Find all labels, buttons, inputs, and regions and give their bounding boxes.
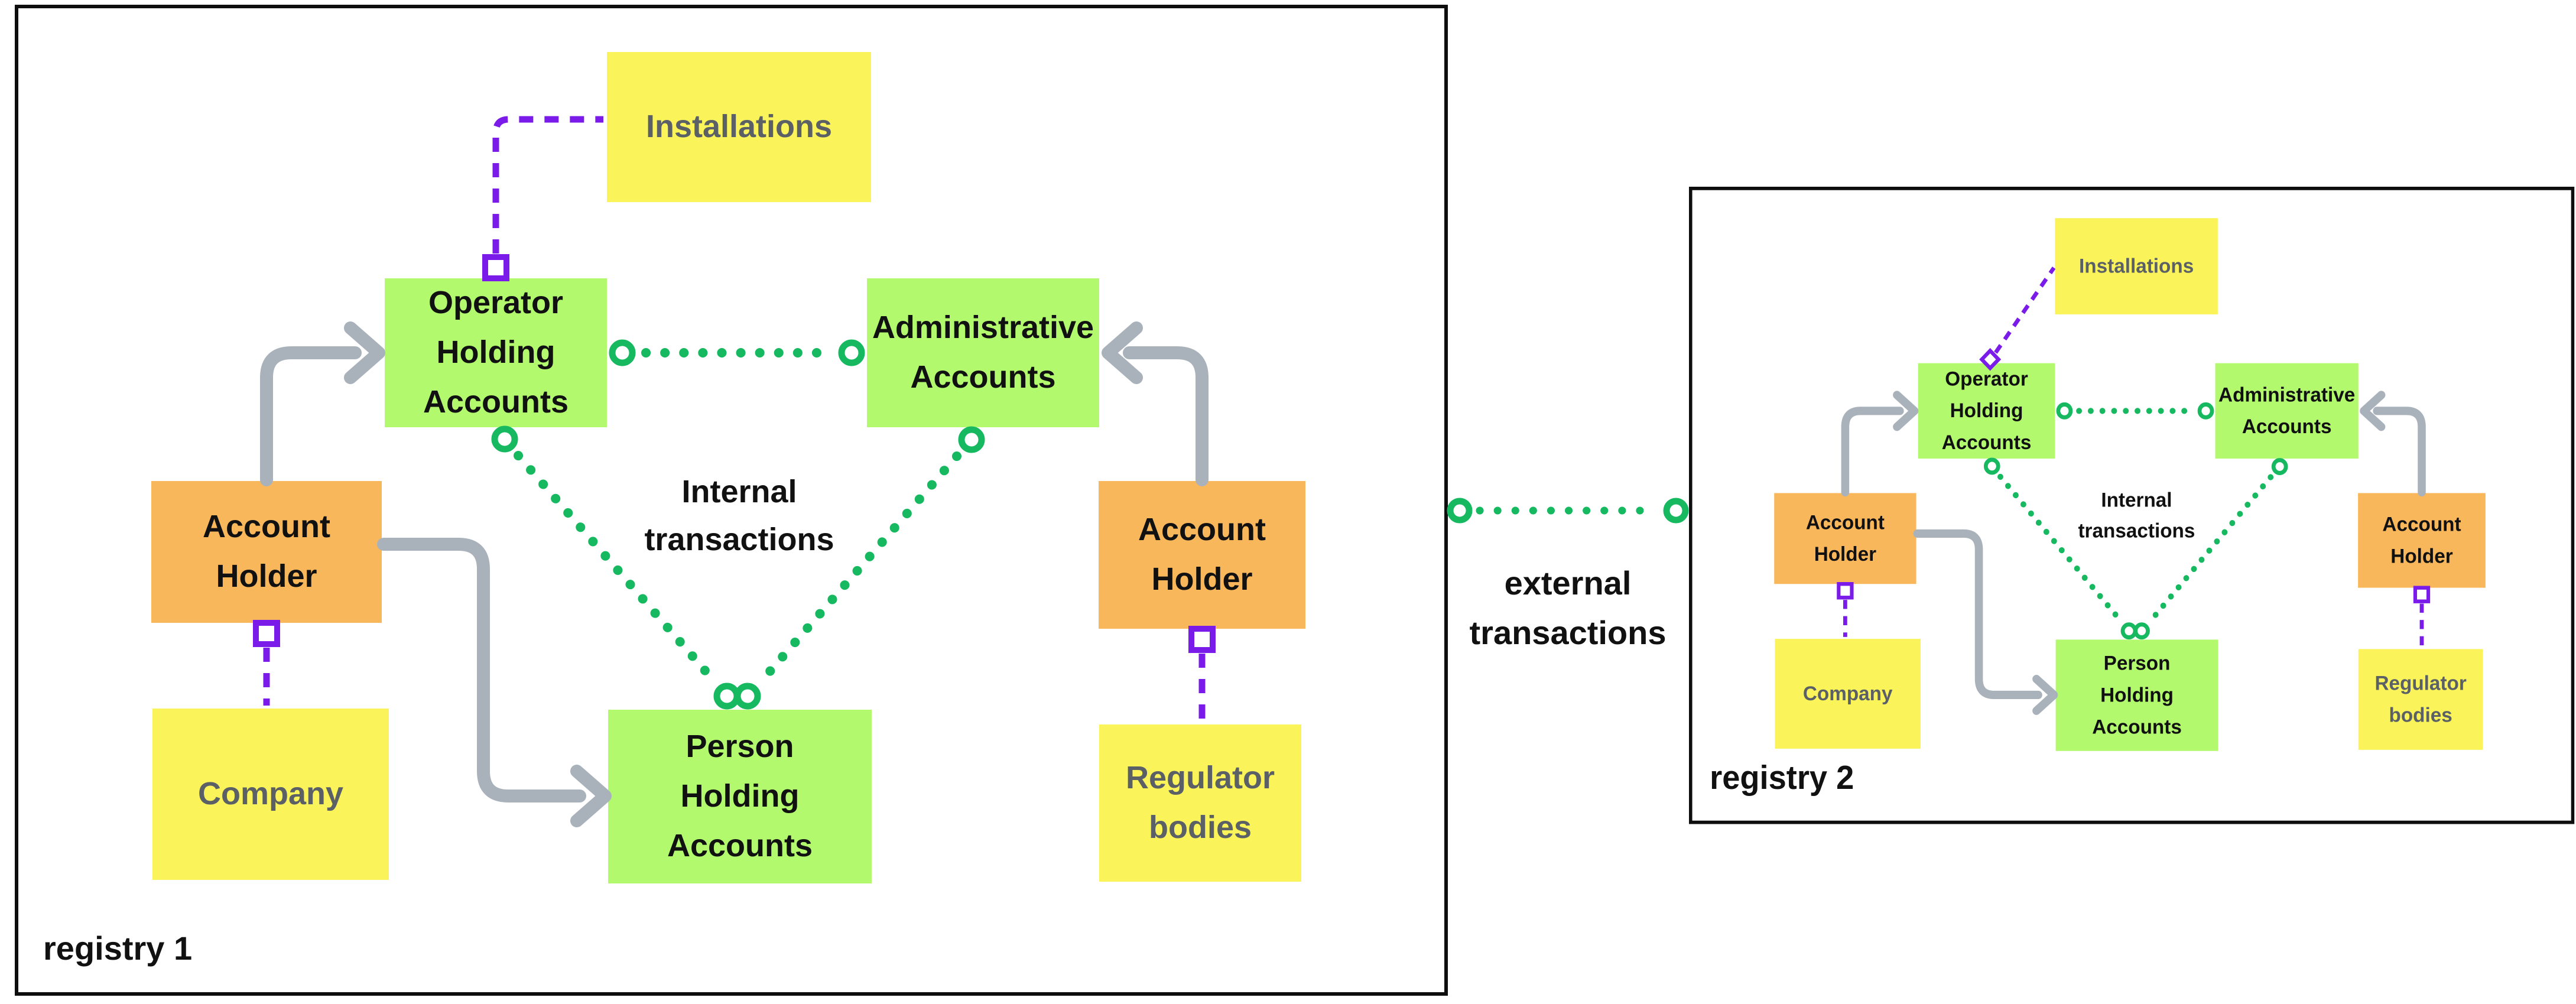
ring-operator-bottom-icon bbox=[1983, 457, 2000, 475]
registry-2-label: registry 2 bbox=[1710, 758, 1854, 797]
ring-person-left-icon bbox=[713, 683, 740, 710]
node-regulator-bodies-label: Regulator bodies bbox=[2374, 672, 2467, 727]
node-company-label: Company bbox=[1802, 682, 1893, 705]
gray-arrow-ah-to-admin-shaft bbox=[1123, 346, 1209, 486]
node-account-holder-left-label: Account Holder bbox=[203, 509, 330, 594]
node-regulator-bodies: Regulator bodies bbox=[2358, 649, 2483, 750]
external-ring-left-icon bbox=[1447, 498, 1473, 524]
node-regulator-bodies: Regulator bodies bbox=[1099, 724, 1301, 882]
company-link-square-icon bbox=[253, 620, 280, 647]
gray-arrow-ah-to-operator-head-icon bbox=[1893, 391, 1919, 431]
external-link-layer bbox=[1447, 498, 1689, 524]
gray-arrow-ah-to-person-shaft bbox=[1913, 529, 2042, 700]
node-person-holding-accounts: Person Holding Accounts bbox=[608, 710, 872, 883]
node-account-holder-right-label: Account Holder bbox=[2382, 512, 2461, 568]
node-operator-holding-accounts: Operator Holding Accounts bbox=[1918, 363, 2055, 459]
node-company: Company bbox=[1775, 639, 1921, 749]
internal-transactions-label: Internal transactions bbox=[2078, 488, 2195, 542]
ring-person-right-icon bbox=[2133, 622, 2150, 640]
external-transactions-label: external transactions bbox=[1469, 564, 1667, 651]
node-installations-label: Installations bbox=[2079, 254, 2194, 278]
registry-1-label: registry 1 bbox=[43, 930, 193, 967]
node-administrative-accounts-label: Administrative Accounts bbox=[872, 310, 1094, 395]
gray-arrow-ah-to-admin-head-icon bbox=[1102, 321, 1143, 384]
node-account-holder-right-label: Account Holder bbox=[1138, 512, 1266, 597]
installations-link-line bbox=[1994, 267, 2056, 354]
ring-person-right-icon bbox=[734, 683, 761, 710]
node-company-label: Company bbox=[197, 776, 344, 812]
node-installations: Installations bbox=[2055, 218, 2218, 314]
gray-arrow-ah-to-operator-head-icon bbox=[344, 321, 385, 384]
gray-arrow-ah-to-admin-head-icon bbox=[2360, 391, 2386, 431]
node-company: Company bbox=[152, 709, 389, 880]
node-operator-holding-accounts: Operator Holding Accounts bbox=[385, 278, 607, 427]
node-account-holder-right: Account Holder bbox=[2358, 493, 2486, 588]
ring-operator-right-icon bbox=[609, 339, 636, 366]
external-ring-right-icon bbox=[1663, 498, 1689, 524]
registry-1-panel: Installations Operator Holding Accounts … bbox=[15, 5, 1448, 996]
node-operator-holding-accounts-label: Operator Holding Accounts bbox=[423, 285, 569, 420]
ring-admin-left-icon bbox=[2197, 402, 2214, 420]
node-installations: Installations bbox=[607, 52, 871, 202]
node-account-holder-left-label: Account Holder bbox=[1805, 511, 1885, 566]
node-person-holding-accounts-label: Person Holding Accounts bbox=[2092, 652, 2182, 738]
ring-admin-left-icon bbox=[838, 339, 865, 366]
ring-admin-bottom-icon bbox=[958, 426, 985, 453]
ring-person-left-icon bbox=[2120, 622, 2138, 640]
node-person-holding-accounts: Person Holding Accounts bbox=[2055, 639, 2218, 751]
node-account-holder-left: Account Holder bbox=[151, 481, 382, 623]
node-installations-label: Installations bbox=[645, 109, 833, 145]
ring-admin-bottom-icon bbox=[2271, 458, 2288, 475]
node-administrative-accounts: Administrative Accounts bbox=[867, 278, 1099, 427]
installations-link-square-icon bbox=[482, 254, 509, 281]
node-person-holding-accounts-label: Person Holding Accounts bbox=[667, 729, 813, 863]
gray-arrow-ah-to-person-shaft bbox=[377, 538, 586, 802]
gray-arrow-ah-to-operator-shaft bbox=[1841, 407, 1904, 497]
regulator-link-square-icon bbox=[2413, 586, 2431, 603]
ring-operator-bottom-icon bbox=[491, 425, 518, 453]
gray-arrow-ah-to-person-head-icon bbox=[2032, 674, 2058, 715]
company-link-square-icon bbox=[1837, 581, 1854, 600]
node-regulator-bodies-label: Regulator bodies bbox=[1125, 760, 1275, 845]
regulator-link-square-icon bbox=[1188, 626, 1216, 653]
gray-arrow-ah-to-operator-shaft bbox=[260, 346, 362, 486]
installations-link-line bbox=[492, 116, 603, 254]
node-account-holder-left: Account Holder bbox=[1774, 493, 1916, 584]
node-administrative-accounts-label: Administrative Accounts bbox=[2218, 383, 2356, 438]
internal-transactions-label: Internal transactions bbox=[644, 474, 834, 557]
node-administrative-accounts: Administrative Accounts bbox=[2215, 363, 2359, 459]
gray-arrow-ah-to-person-head-icon bbox=[570, 765, 612, 827]
ring-operator-right-icon bbox=[2056, 402, 2073, 420]
registry-2-panel: Installations Operator Holding Accounts … bbox=[1689, 187, 2575, 824]
gray-arrow-ah-to-admin-shaft bbox=[2373, 407, 2426, 497]
node-operator-holding-accounts-label: Operator Holding Accounts bbox=[1941, 367, 2032, 454]
node-account-holder-right: Account Holder bbox=[1099, 481, 1305, 629]
